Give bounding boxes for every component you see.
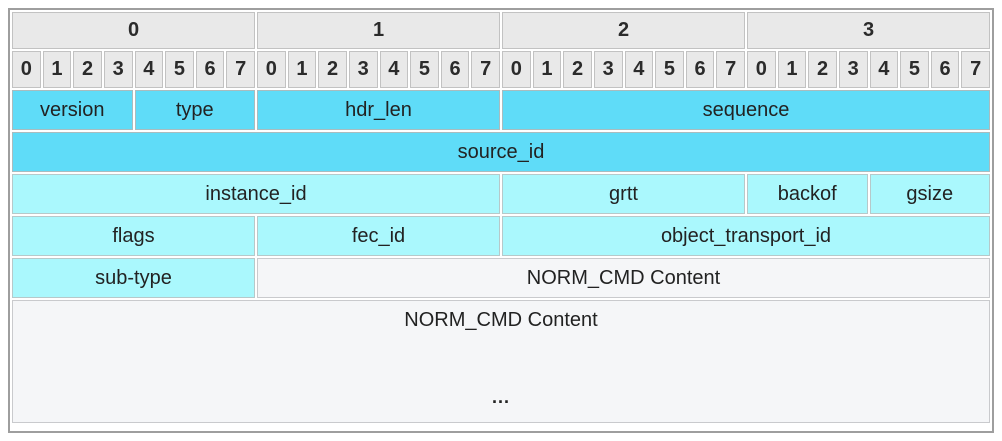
bit-header-0-7: 7 — [226, 51, 255, 88]
bit-header-0-2: 2 — [73, 51, 102, 88]
byte-header-0: 0 — [12, 12, 255, 49]
bit-header-2-0: 0 — [502, 51, 531, 88]
bit-header-1-5: 5 — [410, 51, 439, 88]
bit-header-2-2: 2 — [563, 51, 592, 88]
field-sub-type: sub-type — [12, 258, 255, 298]
bit-header-1-1: 1 — [287, 51, 317, 88]
bit-header-1-2: 2 — [318, 51, 347, 88]
bit-header-0-4: 4 — [134, 51, 164, 88]
bit-header-3-1: 1 — [777, 51, 807, 88]
bit-header-2-1: 1 — [532, 51, 562, 88]
field-sequence: sequence — [502, 90, 990, 130]
bit-header-1-3: 3 — [348, 51, 378, 88]
byte-header-1: 1 — [257, 12, 500, 49]
bit-header-1-6: 6 — [440, 51, 470, 88]
bit-header-3-0: 0 — [747, 51, 776, 88]
bit-header-0-3: 3 — [103, 51, 133, 88]
bit-header-0-0: 0 — [12, 51, 41, 88]
bit-header-0-5: 5 — [165, 51, 194, 88]
field-source-id: source_id — [12, 132, 990, 172]
field-norm-cmd-content: NORM_CMD Content — [257, 258, 990, 298]
ellipsis-text: ... — [491, 387, 510, 407]
bit-header-3-4: 4 — [869, 51, 899, 88]
bit-header-2-7: 7 — [716, 51, 745, 88]
field-flags: flags — [12, 216, 255, 256]
field-grtt: grtt — [502, 174, 745, 214]
bit-header-3-3: 3 — [838, 51, 868, 88]
field-norm-cmd-content: NORM_CMD Content... — [12, 300, 990, 423]
byte-header-2: 2 — [502, 12, 745, 49]
field-version: version — [12, 90, 133, 130]
bit-header-3-6: 6 — [930, 51, 960, 88]
bit-header-3-7: 7 — [961, 51, 990, 88]
field-fec-id: fec_id — [257, 216, 500, 256]
bit-header-1-7: 7 — [471, 51, 500, 88]
bit-header-1-0: 0 — [257, 51, 286, 88]
byte-header-3: 3 — [747, 12, 990, 49]
field-label: NORM_CMD Content — [404, 309, 598, 331]
field-backof: backof — [747, 174, 868, 214]
bit-header-0-1: 1 — [42, 51, 72, 88]
bit-header-3-5: 5 — [900, 51, 929, 88]
field-gsize: gsize — [869, 174, 990, 214]
bit-header-2-5: 5 — [655, 51, 684, 88]
bit-header-0-6: 6 — [195, 51, 225, 88]
field-type: type — [134, 90, 255, 130]
bit-header-2-3: 3 — [593, 51, 623, 88]
field-hdr-len: hdr_len — [257, 90, 500, 130]
bit-header-2-6: 6 — [685, 51, 715, 88]
bit-header-2-4: 4 — [624, 51, 654, 88]
bit-header-3-2: 2 — [808, 51, 837, 88]
field-instance-id: instance_id — [12, 174, 500, 214]
bit-header-1-4: 4 — [379, 51, 409, 88]
field-object-transport-id: object_transport_id — [502, 216, 990, 256]
